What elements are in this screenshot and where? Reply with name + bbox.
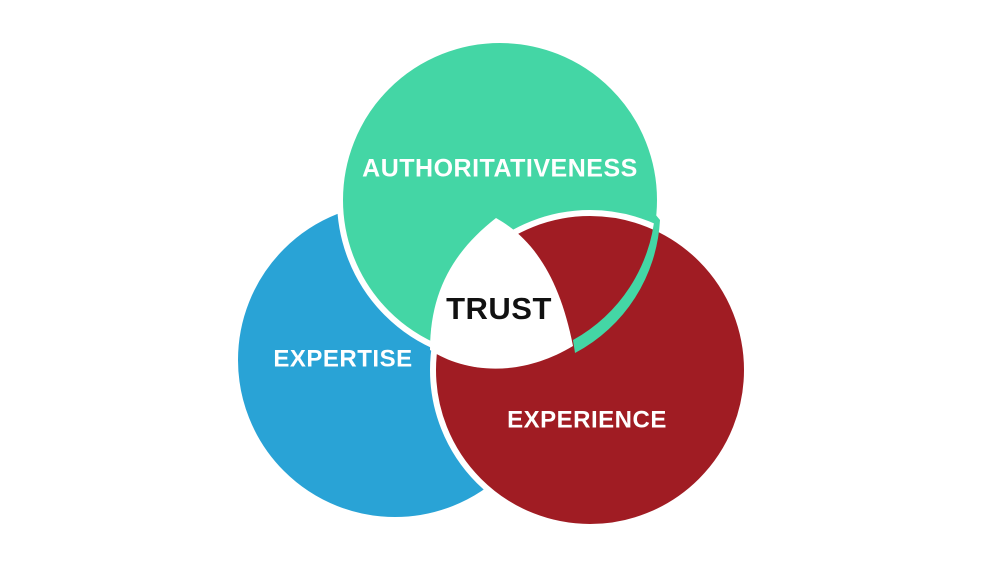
- label-expertise: EXPERTISE: [273, 345, 412, 372]
- authoritativeness-overlap-arc: [573, 214, 660, 353]
- label-authoritativeness: AUTHORITATIVENESS: [362, 155, 638, 183]
- trust-center-area: [430, 218, 573, 369]
- label-trust: TRUST: [446, 291, 552, 326]
- label-experience: EXPERIENCE: [507, 406, 667, 433]
